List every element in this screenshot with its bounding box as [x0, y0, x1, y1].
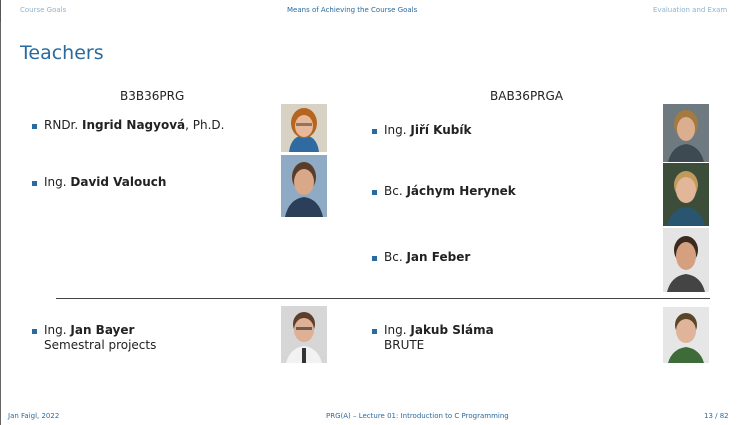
course-header-b3b36prg: B3B36PRG	[120, 89, 185, 103]
bullet-marker	[32, 329, 37, 334]
teacher-name: Jáchym Herynek	[406, 184, 516, 198]
nav-means-of-achieving[interactable]: Means of Achieving the Course Goals	[287, 6, 418, 14]
footer-lecture-title: PRG(A) – Lecture 01: Introduction to C P…	[326, 412, 509, 420]
nav-evaluation-and-exam[interactable]: Evaluation and Exam	[653, 6, 728, 14]
course-header-bab36prga: BAB36PRGA	[490, 89, 564, 103]
teacher-degree-suffix: , Ph.D.	[185, 118, 225, 132]
teacher-name: Ingrid Nagyová	[82, 118, 186, 132]
photo-feber	[663, 228, 709, 292]
teacher-name: Jan Feber	[406, 250, 471, 264]
teacher-degree: Bc.	[384, 250, 407, 264]
section-divider	[56, 298, 710, 299]
teacher-name: Jiří Kubík	[410, 123, 472, 137]
bullet-marker	[372, 329, 377, 334]
teacher-nagyova: RNDr. Ingrid Nagyová, Ph.D.	[44, 118, 224, 133]
portrait-image	[281, 104, 327, 152]
teacher-degree: RNDr.	[44, 118, 83, 132]
slide-left-border	[0, 22, 1, 425]
nav-course-goals[interactable]: Course Goals	[20, 6, 67, 14]
teacher-name: Jakub Sláma	[410, 323, 494, 337]
footer-page-number: 13 / 82	[704, 412, 729, 420]
photo-valouch	[281, 155, 327, 217]
teacher-degree: Ing.	[384, 123, 411, 137]
teacher-name: Jan Bayer	[70, 323, 135, 337]
bullet-marker	[372, 129, 377, 134]
portrait-image	[281, 155, 327, 217]
teacher-kubik: Ing. Jiří Kubík	[384, 123, 472, 138]
teacher-herynek: Bc. Jáchym Herynek	[384, 184, 516, 199]
bullet-marker	[372, 190, 377, 195]
bullet-marker	[32, 181, 37, 186]
teacher-valouch: Ing. David Valouch	[44, 175, 166, 190]
teacher-slama: Ing. Jakub Sláma BRUTE	[384, 323, 494, 353]
teacher-degree: Bc.	[384, 184, 407, 198]
teacher-degree: Ing.	[384, 323, 411, 337]
teacher-name: David Valouch	[70, 175, 167, 189]
portrait-image	[281, 306, 327, 363]
photo-kubik	[663, 104, 709, 162]
portrait-image	[663, 163, 709, 226]
photo-nagyova	[281, 104, 327, 152]
photo-slama	[663, 307, 709, 363]
nav-left-divider	[0, 0, 1, 22]
portrait-image	[663, 104, 709, 162]
teacher-role: Semestral projects	[44, 338, 157, 352]
photo-herynek	[663, 163, 709, 226]
portrait-image	[663, 307, 709, 363]
portrait-image	[663, 228, 709, 292]
teacher-degree: Ing.	[44, 323, 71, 337]
bullet-marker	[372, 256, 377, 261]
teacher-degree: Ing.	[44, 175, 71, 189]
teacher-role: BRUTE	[384, 338, 425, 352]
bullet-marker	[32, 124, 37, 129]
teacher-feber: Bc. Jan Feber	[384, 250, 470, 265]
slide-title: Teachers	[20, 42, 104, 64]
teacher-bayer: Ing. Jan Bayer Semestral projects	[44, 323, 156, 353]
footer-author: Jan Faigl, 2022	[8, 412, 60, 420]
photo-bayer	[281, 306, 327, 363]
navigation-bar: Course Goals Means of Achieving the Cour…	[0, 0, 742, 22]
